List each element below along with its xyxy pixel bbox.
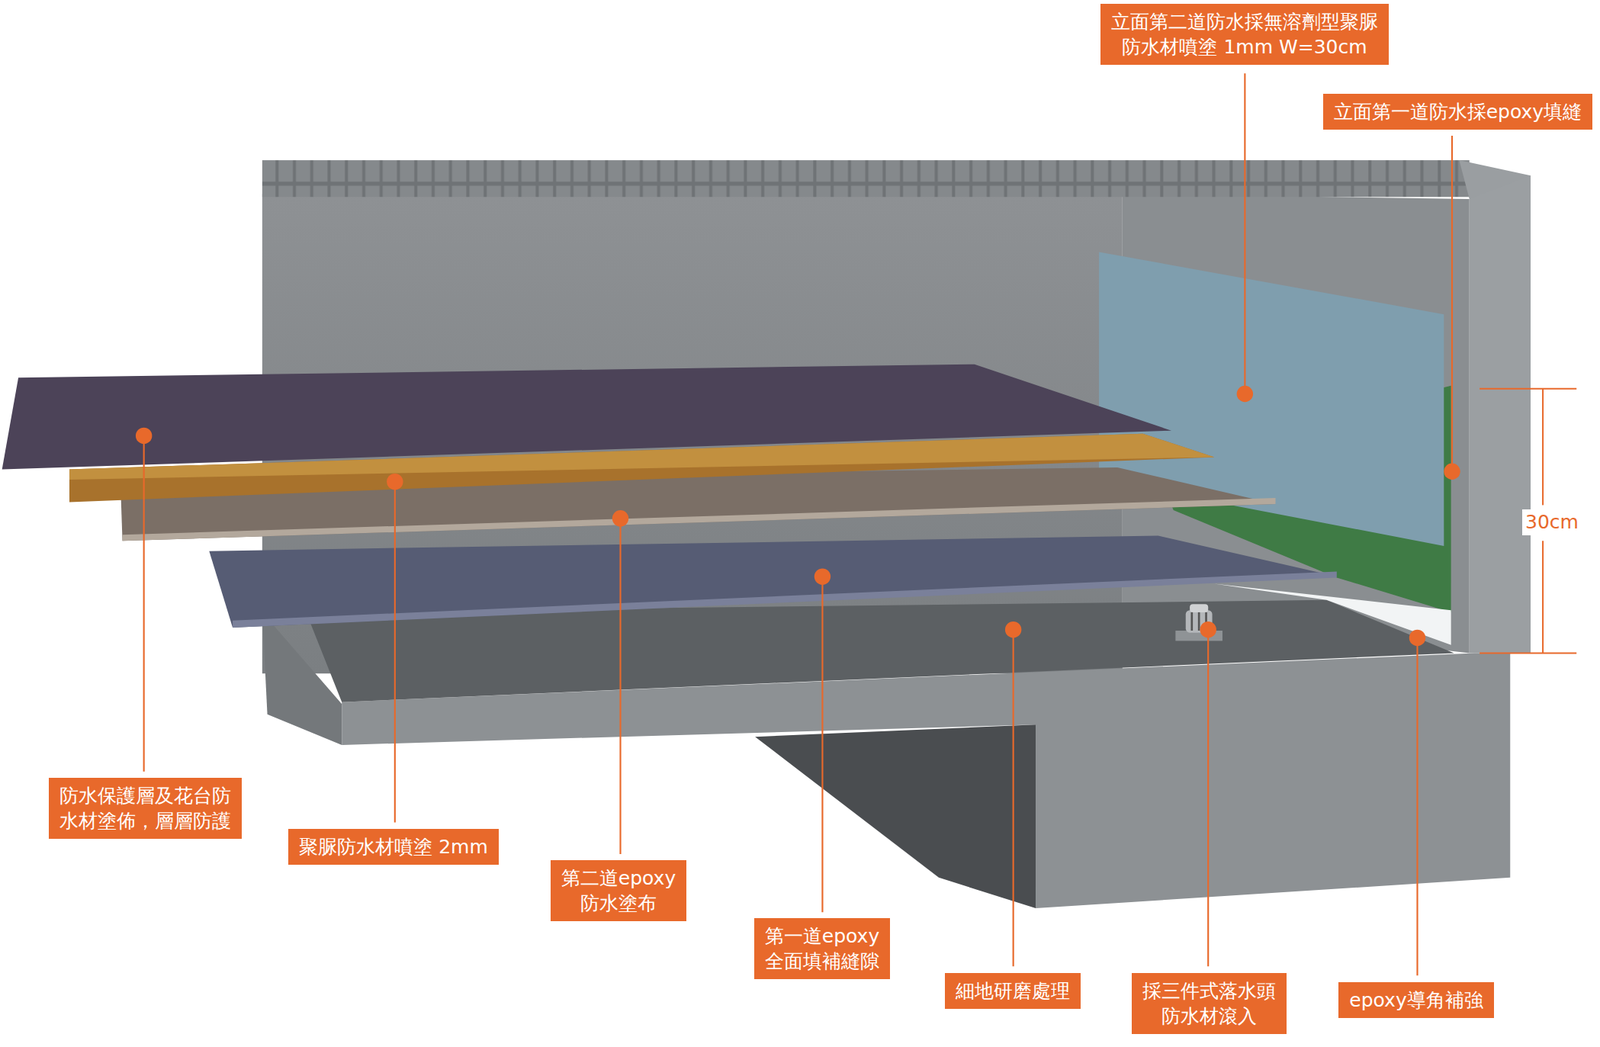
callout-text: 防水保護層及花台防 水材塗佈，層層防護 [59,783,232,834]
leader-lines [144,73,1453,976]
callout-box: 採三件式落水頭 防水材滾入 [1131,973,1287,1035]
callout-box: 立面第一道防水採epoxy填縫 [1323,93,1593,130]
callout-text: 立面第一道防水採epoxy填縫 [1333,99,1582,125]
callout-box: 細地研磨處理 [944,973,1081,1009]
callout-box: 第二道epoxy 防水塗布 [550,860,687,922]
layer-protection [2,364,1172,470]
callout-text: 第一道epoxy 全面填補縫隙 [764,923,880,974]
layer-epoxy-1-edge [232,571,1337,628]
callout-box: 防水保護層及花台防 水材塗佈，層層防護 [48,777,242,839]
callout-text: epoxy導角補強 [1349,987,1483,1013]
callout-box: 立面第二道防水採無溶劑型聚脲 防水材噴塗 1mm W=30cm [1100,3,1389,65]
layer-epoxy-1 [208,536,1337,628]
drain-symbol [1175,604,1223,641]
callout-dots [135,385,1461,646]
callout-box: 第一道epoxy 全面填補縫隙 [754,918,890,980]
layer-epoxy-2-edge [122,497,1276,541]
callout-text: 採三件式落水頭 防水材滾入 [1142,978,1276,1029]
callout-box: epoxy導角補強 [1338,982,1494,1019]
callout-text: 聚脲防水材噴塗 2mm [298,834,489,860]
beam [755,724,1036,909]
dimension-label: 30cm [1522,509,1582,536]
callout-text: 立面第二道防水採無溶劑型聚脲 防水材噴塗 1mm W=30cm [1111,9,1379,60]
coping-tiles [262,160,1470,197]
callout-box: 聚脲防水材噴塗 2mm [288,828,499,865]
right-wall-front [1469,175,1531,653]
callout-text: 細地研磨處理 [955,978,1070,1004]
callout-text: 第二道epoxy 防水塗布 [561,865,676,916]
